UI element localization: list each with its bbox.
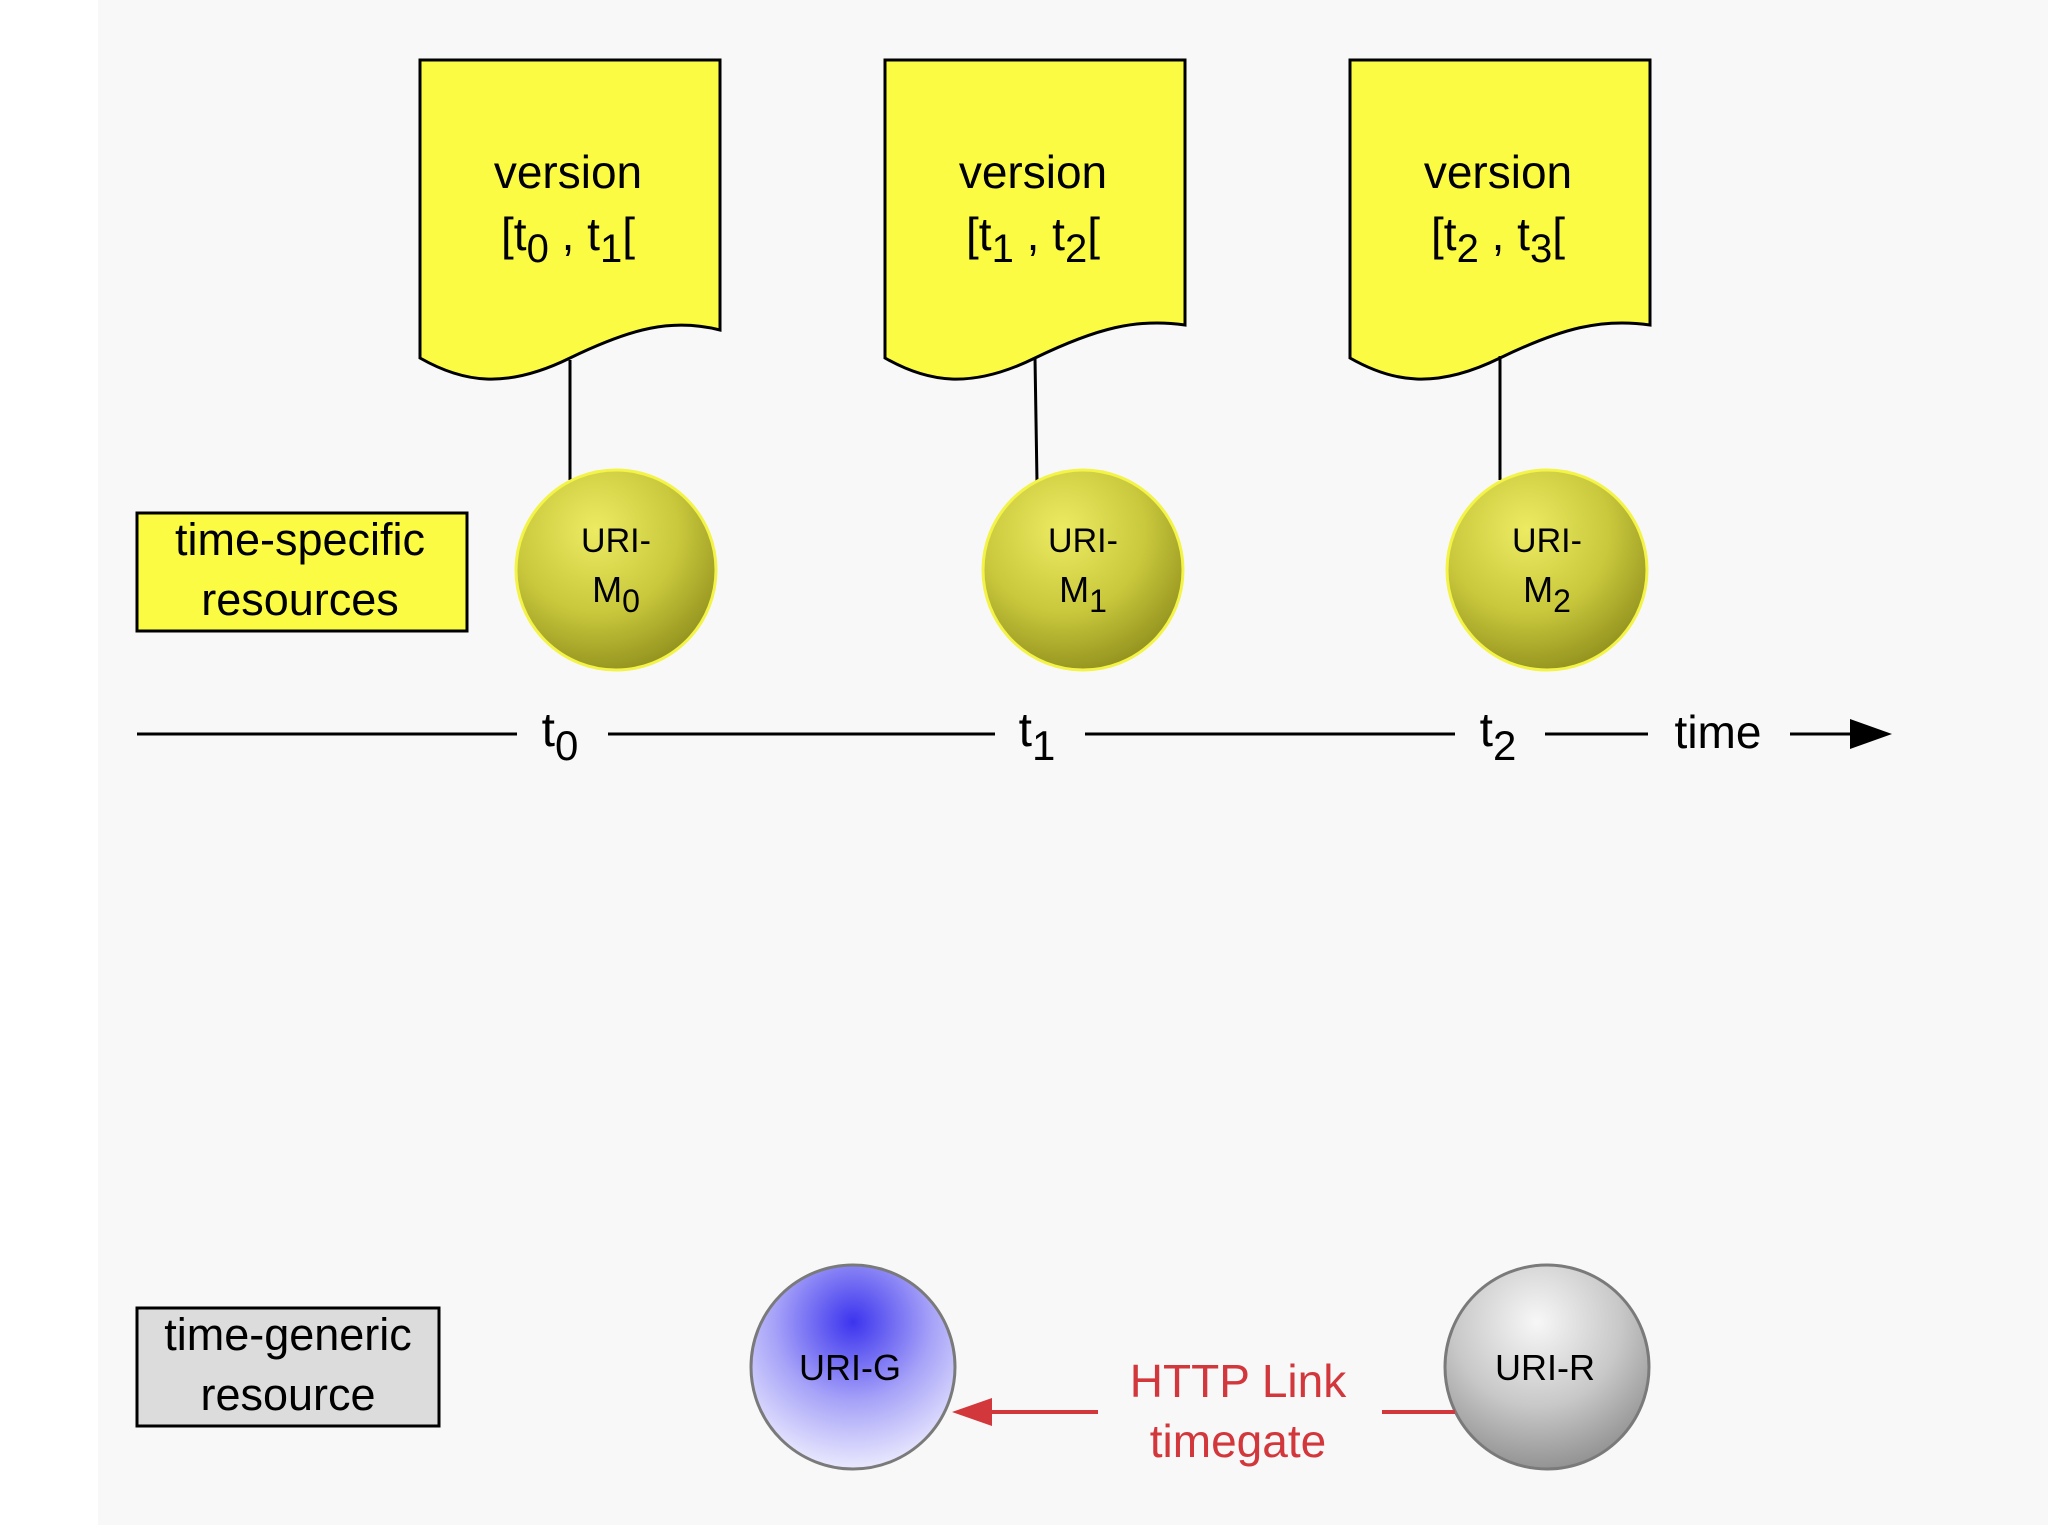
time-specific-line1: time-specific <box>175 514 425 565</box>
memento-1: URI- M1 <box>981 468 1185 672</box>
memento-name: M1 <box>1059 569 1107 619</box>
memento-top: URI- <box>1512 522 1582 560</box>
timeline: t0 t1 t2 time <box>137 704 1892 769</box>
memento-0: URI- M0 <box>514 468 718 672</box>
memento-ball <box>1445 468 1649 672</box>
version-doc-2: version [t2 , t3[ <box>1348 58 1652 381</box>
time-specific-line2: resources <box>201 574 399 625</box>
timegate-ball <box>749 1263 957 1471</box>
timegate-node: URI-G <box>749 1263 957 1471</box>
timegate-label: URI-G <box>799 1347 901 1388</box>
memento-2: URI- M2 <box>1445 468 1649 672</box>
link-label-line1: HTTP Link <box>1130 1355 1347 1407</box>
tick-label-t0: t0 <box>542 704 579 769</box>
version-word: version <box>494 146 642 198</box>
memento-ball <box>981 468 1185 672</box>
memento-top: URI- <box>581 522 651 560</box>
version-word: version <box>1424 146 1572 198</box>
time-generic-line2: resource <box>200 1369 375 1420</box>
doc-connector-1 <box>1033 357 1039 483</box>
version-doc-0: version [t0 , t1[ <box>418 58 722 381</box>
original-label: URI-R <box>1495 1347 1595 1388</box>
memento-name: M0 <box>592 569 640 619</box>
timeline-arrowhead <box>1850 719 1892 749</box>
version-doc-shape <box>418 58 722 381</box>
time-generic-label: time-generic resource <box>135 1306 441 1428</box>
tick-label-t1: t1 <box>1019 704 1056 769</box>
memento-top: URI- <box>1048 522 1118 560</box>
time-generic-line1: time-generic <box>164 1309 412 1360</box>
version-word: version <box>959 146 1107 198</box>
timegate-link: HTTP Link timegate <box>952 1355 1455 1467</box>
original-node: URI-R <box>1443 1263 1651 1471</box>
link-arrowhead <box>952 1398 992 1426</box>
memento-name: M2 <box>1523 569 1571 619</box>
version-doc-1: version [t1 , t2[ <box>883 58 1187 381</box>
memento-ball <box>514 468 718 672</box>
time-axis-label: time <box>1675 706 1762 758</box>
original-ball <box>1443 1263 1651 1471</box>
time-specific-label: time-specific resources <box>135 511 469 633</box>
tick-label-t2: t2 <box>1480 704 1517 769</box>
link-label-line2: timegate <box>1150 1415 1326 1467</box>
version-doc-shape <box>883 58 1187 381</box>
